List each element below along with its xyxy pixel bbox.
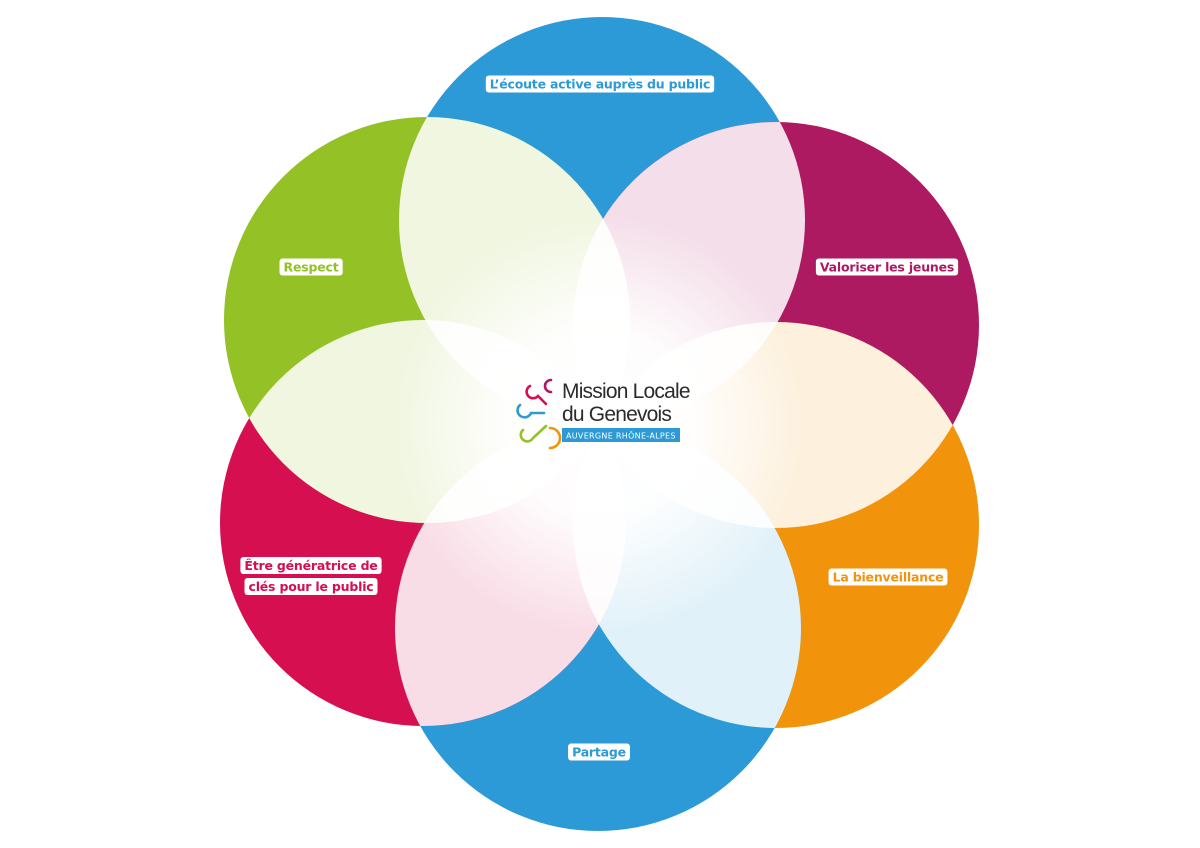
logo-glyph-5: [548, 426, 562, 450]
petal-label-bottom: Partage: [568, 743, 630, 761]
petal-label-text: Valoriser les jeunes: [820, 260, 954, 275]
petal-labels: L’écoute active auprès du publicValorise…: [240, 75, 959, 761]
petal-label-text: Respect: [284, 260, 339, 275]
petal-label-lower-left-line-2: clés pour le public: [244, 578, 378, 595]
petal-label-background: [568, 743, 630, 761]
petal-label-lower-right: La bienveillance: [828, 568, 948, 586]
logo-glyph-1: [543, 378, 553, 394]
petal-label-background: [279, 258, 343, 276]
logo-glyph-3: [516, 403, 546, 419]
center-glow: [390, 214, 810, 634]
logo-region-bar: [562, 428, 680, 442]
petal-label-text: Partage: [572, 745, 626, 760]
petal-label-background: [244, 578, 378, 595]
petal-label-background: [485, 75, 715, 93]
petal-label-upper-right: Valoriser les jeunes: [815, 258, 959, 276]
logo-region-text: AUVERGNE RHÔNE-ALPES: [566, 430, 676, 441]
petal-label-background: [240, 557, 382, 574]
petal-label-upper-left: Respect: [279, 258, 343, 276]
petal-label-text: clés pour le public: [248, 579, 373, 594]
petal-label-text: La bienveillance: [833, 570, 944, 585]
logo-glyph-4: [519, 424, 548, 443]
petal-label-background: [828, 568, 948, 586]
petal-label-lower-left-line-1: Être génératrice de: [240, 557, 382, 574]
mission-locale-logo-icon: [516, 378, 562, 450]
mission-locale-logo: Mission Locale du Genevois AUVERGNE RHÔN…: [516, 378, 691, 450]
petal-label-background: [815, 258, 959, 276]
logo-title-line-1: Mission Locale: [562, 380, 690, 403]
petal-label-top: L’écoute active auprès du public: [485, 75, 715, 93]
logo-title-line-2: du Genevois: [562, 403, 671, 426]
petal-label-text: Être génératrice de: [244, 558, 377, 573]
petal-label-text: L’écoute active auprès du public: [490, 77, 710, 92]
logo-glyph-2: [525, 384, 548, 406]
